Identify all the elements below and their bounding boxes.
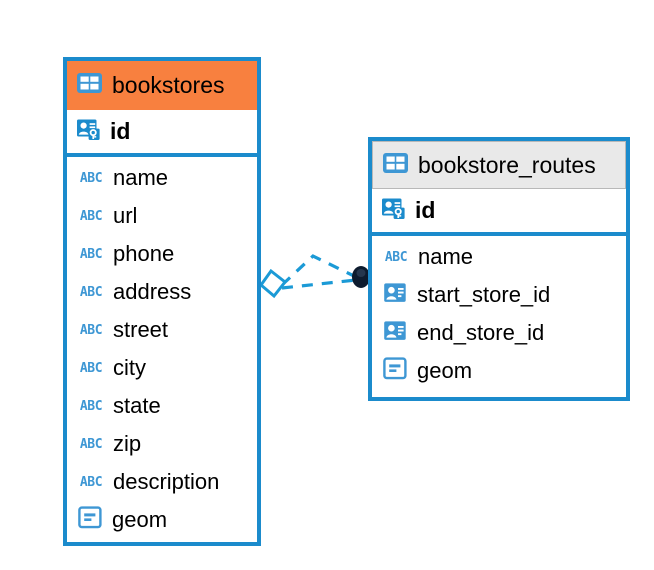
field-row[interactable]: geom [67,501,257,539]
entity-title: bookstores [112,72,225,98]
field-row[interactable]: end_store_id [372,314,626,352]
entity-table-bookstores[interactable]: bookstores id ABC [63,57,261,546]
abc-icon: ABC [79,436,103,452]
diamond-outline-marker [258,268,288,299]
abc-icon: ABC [79,246,103,262]
primary-key-row[interactable]: id [372,189,626,236]
table-icon [382,152,409,179]
field-label: state [113,393,161,418]
field-label: address [113,279,192,304]
entity-header-bookstore-routes[interactable]: bookstore_routes [372,141,626,189]
field-label: url [113,203,138,228]
field-label: phone [113,241,175,266]
field-row[interactable]: ABC city [67,349,257,387]
field-label: street [113,317,169,342]
field-row[interactable]: geom [372,352,626,390]
field-label: name [418,244,474,269]
foreign-key-icon [383,319,408,347]
geometry-icon [78,506,103,534]
field-list: ABC name start_store_id [372,236,626,390]
abc-icon: ABC [79,474,103,490]
abc-icon: ABC [79,208,103,224]
relationship-line-lower [281,278,357,290]
primary-key-icon [76,116,102,147]
field-row[interactable]: ABC street [67,311,257,349]
field-row[interactable]: ABC address [67,273,257,311]
foreign-key-icon [383,281,408,309]
field-label: zip [113,431,142,456]
field-label: geom [112,507,168,532]
field-label: geom [417,358,473,383]
abc-icon: ABC [79,398,103,414]
field-label: city [113,355,146,380]
field-row[interactable]: ABC phone [67,235,257,273]
field-label: name [113,165,169,190]
field-row[interactable]: ABC name [67,159,257,197]
entity-header-bookstores[interactable]: bookstores [67,61,257,110]
field-label: end_store_id [417,320,545,345]
abc-icon: ABC [384,249,408,265]
abc-icon: ABC [79,360,103,376]
abc-icon: ABC [79,170,103,186]
field-row[interactable]: ABC zip [67,425,257,463]
table-icon [76,72,103,99]
primary-key-row[interactable]: id [67,110,257,157]
entity-title: bookstore_routes [418,151,596,178]
field-label: description [113,469,220,494]
geometry-icon [383,357,408,385]
field-row[interactable]: ABC state [67,387,257,425]
field-label: start_store_id [417,282,551,307]
field-row[interactable]: start_store_id [372,276,626,314]
primary-key-label: id [415,197,436,223]
abc-icon: ABC [79,322,103,338]
field-row[interactable]: ABC name [372,238,626,276]
field-list: ABC name ABC url ABC phone ABC address A… [67,157,257,539]
entity-table-bookstore-routes[interactable]: bookstore_routes id ABC [368,137,630,401]
primary-key-label: id [110,118,131,144]
field-row[interactable]: ABC description [67,463,257,501]
relationship-line-upper [280,254,357,287]
field-row[interactable]: ABC url [67,197,257,235]
primary-key-icon [381,195,407,226]
abc-icon: ABC [79,284,103,300]
